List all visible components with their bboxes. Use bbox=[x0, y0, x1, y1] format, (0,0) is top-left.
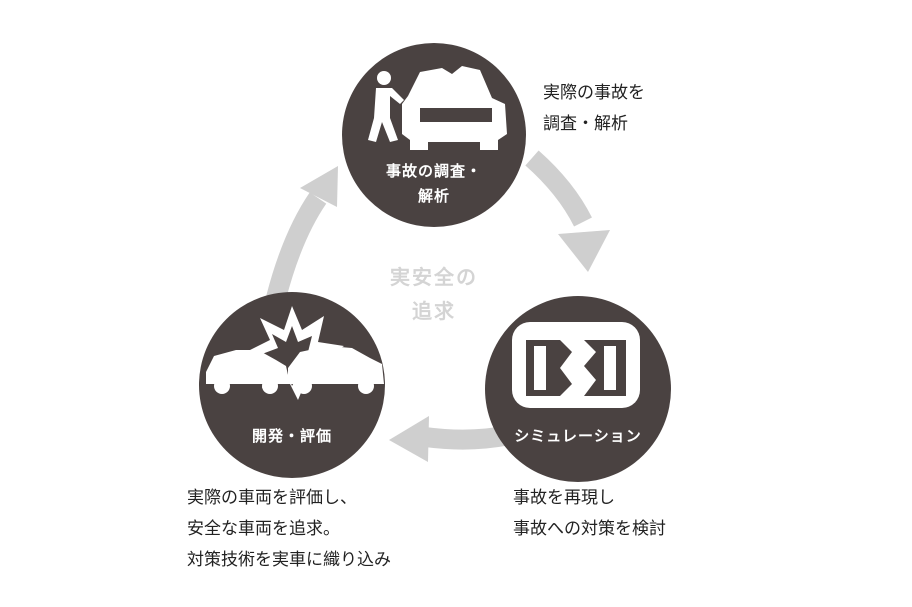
node-investigation-label-2: 解析 bbox=[418, 187, 450, 205]
arrow-head-to-simulation bbox=[558, 230, 610, 272]
development-description-line: 対策技術を実車に織り込み bbox=[187, 550, 391, 570]
arrow-development-to-investigation bbox=[266, 192, 327, 301]
simulation-description-line: 事故への対策を検討 bbox=[513, 519, 666, 539]
development-description-line: 実際の車両を評価し、 bbox=[187, 488, 357, 508]
node-simulation-label: シミュレーション bbox=[514, 427, 641, 445]
node-development: 開発・評価 bbox=[199, 292, 385, 478]
crash-simulation-icon bbox=[512, 322, 640, 408]
mechanic-inspecting-car-icon bbox=[368, 66, 507, 150]
node-investigation-label-1: 事故の調査・ bbox=[386, 162, 482, 180]
investigation-description-line: 調査・解析 bbox=[543, 114, 628, 134]
development-description: 実際の車両を評価し、 安全な車両を追求。 対策技術を実車に織り込み bbox=[187, 483, 391, 576]
simulation-description: 事故を再現し 事故への対策を検討 bbox=[513, 483, 666, 545]
investigation-description-line: 実際の事故を bbox=[543, 83, 645, 103]
investigation-description: 実際の事故を 調査・解析 bbox=[543, 78, 645, 140]
arrow-head-to-investigation bbox=[300, 166, 338, 207]
arrow-head-to-development bbox=[389, 416, 429, 462]
center-label-line2: 追求 bbox=[412, 299, 456, 323]
development-description-line: 安全な車両を追求。 bbox=[187, 519, 340, 539]
center-label-line1: 実安全の bbox=[390, 265, 478, 289]
node-development-label: 開発・評価 bbox=[252, 427, 332, 445]
simulation-description-line: 事故を再現し bbox=[513, 488, 615, 508]
node-simulation: シミュレーション bbox=[485, 296, 671, 482]
car-collision-icon bbox=[206, 306, 384, 400]
node-investigation: 事故の調査・ 解析 bbox=[342, 43, 526, 227]
arrow-investigation-to-simulation bbox=[525, 150, 592, 227]
